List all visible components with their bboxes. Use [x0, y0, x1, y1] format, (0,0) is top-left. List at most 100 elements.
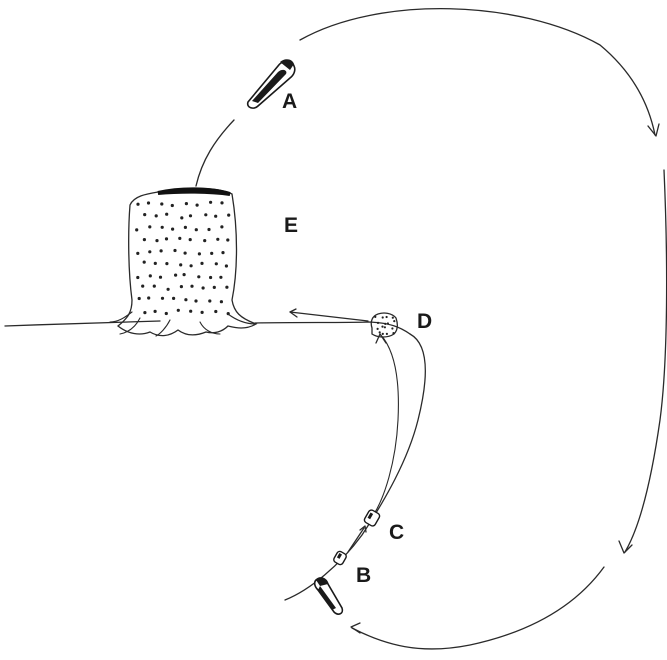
speckle-dot — [377, 322, 379, 324]
speckle-dot — [195, 228, 198, 231]
mound-e — [110, 188, 256, 336]
speckle-dot — [184, 226, 187, 229]
speckle-dot — [161, 226, 164, 229]
arrow-c-to-d — [376, 334, 386, 343]
speckle-dot — [198, 252, 201, 255]
speckle-dot — [213, 286, 216, 289]
speckle-dot — [220, 225, 223, 228]
speckle-dot — [220, 300, 223, 303]
speckle-dot — [160, 249, 163, 252]
speckle-dot — [165, 312, 168, 315]
speckle-dot — [136, 276, 139, 279]
stem-inner-line — [370, 334, 398, 520]
speckle-dot — [184, 252, 187, 255]
arrow-right-loop — [619, 170, 667, 553]
speckle-dot — [189, 214, 192, 217]
speckle-dot — [172, 297, 175, 300]
speckle-dot — [160, 202, 163, 205]
speckle-dot — [183, 273, 186, 276]
arrow-b-to-c — [348, 526, 366, 552]
speckle-dot — [153, 285, 156, 288]
speckle-dot — [201, 311, 204, 314]
speckle-dot — [194, 299, 197, 302]
speckle-dot — [207, 228, 210, 231]
speckle-dot — [203, 239, 206, 242]
curve-a-to-e — [196, 120, 234, 186]
speckle-dot — [384, 326, 386, 328]
speckle-dot — [154, 310, 157, 313]
speckle-dot — [391, 327, 393, 329]
speckle-dot — [381, 326, 383, 328]
speckle-dot — [209, 276, 212, 279]
speckle-dot — [392, 317, 394, 319]
speckle-dot — [392, 332, 394, 334]
item-b-seed — [315, 578, 343, 614]
speckle-dot — [143, 238, 146, 241]
speckle-dot — [155, 239, 158, 242]
speckle-dot — [180, 285, 183, 288]
speckle-dot — [225, 286, 228, 289]
speckle-dot — [173, 249, 176, 252]
speckle-dot — [180, 216, 183, 219]
speckle-dot — [171, 204, 174, 207]
label-a: A — [282, 90, 297, 113]
speckle-dot — [386, 333, 388, 335]
speckle-dot — [202, 286, 205, 289]
speckle-dot — [149, 274, 152, 277]
speckle-dot — [215, 262, 218, 265]
speckle-dot — [143, 311, 146, 314]
speckle-dot — [165, 213, 168, 216]
speckle-dot — [374, 316, 376, 318]
arrow-top-loop — [300, 9, 659, 136]
speckle-dot — [159, 276, 162, 279]
speckle-dot — [147, 296, 150, 299]
speckle-dot — [171, 228, 174, 231]
speckle-dot — [219, 276, 222, 279]
speckle-dot — [148, 225, 151, 228]
speckle-dot — [179, 263, 182, 266]
speckle-dot — [393, 320, 395, 322]
speckle-dot — [227, 214, 230, 217]
speckle-dot — [165, 237, 168, 240]
label-b: B — [356, 564, 371, 587]
speckle-dot — [148, 250, 151, 253]
speckle-dot — [174, 274, 177, 277]
mound-e-dark-rim — [158, 189, 230, 194]
speckle-dot — [214, 310, 217, 313]
speckle-dot — [382, 333, 384, 335]
label-d: D — [417, 310, 432, 333]
stem-curve — [285, 334, 425, 600]
arrow-d-to-e — [290, 309, 368, 321]
arrow-bottom-loop — [351, 567, 604, 649]
item-c-capsule — [363, 509, 380, 527]
speckle-dot — [208, 299, 211, 302]
speckle-dot — [143, 261, 146, 264]
speckle-dot — [189, 310, 192, 313]
speckle-dot — [135, 228, 138, 231]
speckle-dot — [161, 297, 164, 300]
speckle-dot — [190, 264, 193, 267]
speckle-dot — [196, 204, 199, 207]
speckle-dot — [382, 316, 384, 318]
speckle-dot — [167, 288, 170, 291]
speckle-dot — [225, 264, 228, 267]
speckle-dot — [197, 275, 200, 278]
speckle-dot — [184, 298, 187, 301]
speckle-dot — [154, 262, 157, 265]
speckle-dot — [190, 285, 193, 288]
speckle-dot — [209, 201, 212, 204]
speckle-dot — [177, 309, 180, 312]
speckle-dot — [185, 202, 188, 205]
speckle-dot — [178, 237, 181, 240]
speckle-dot — [141, 285, 144, 288]
label-c: C — [389, 521, 404, 544]
speckle-dot — [379, 331, 381, 333]
speckle-dot — [147, 201, 150, 204]
mound-e-speckles — [135, 201, 230, 316]
item-b-capsule — [333, 550, 348, 565]
speckle-dot — [136, 203, 139, 206]
speckle-dot — [136, 252, 139, 255]
speckle-dot — [387, 322, 389, 324]
speckle-dot — [165, 262, 168, 265]
